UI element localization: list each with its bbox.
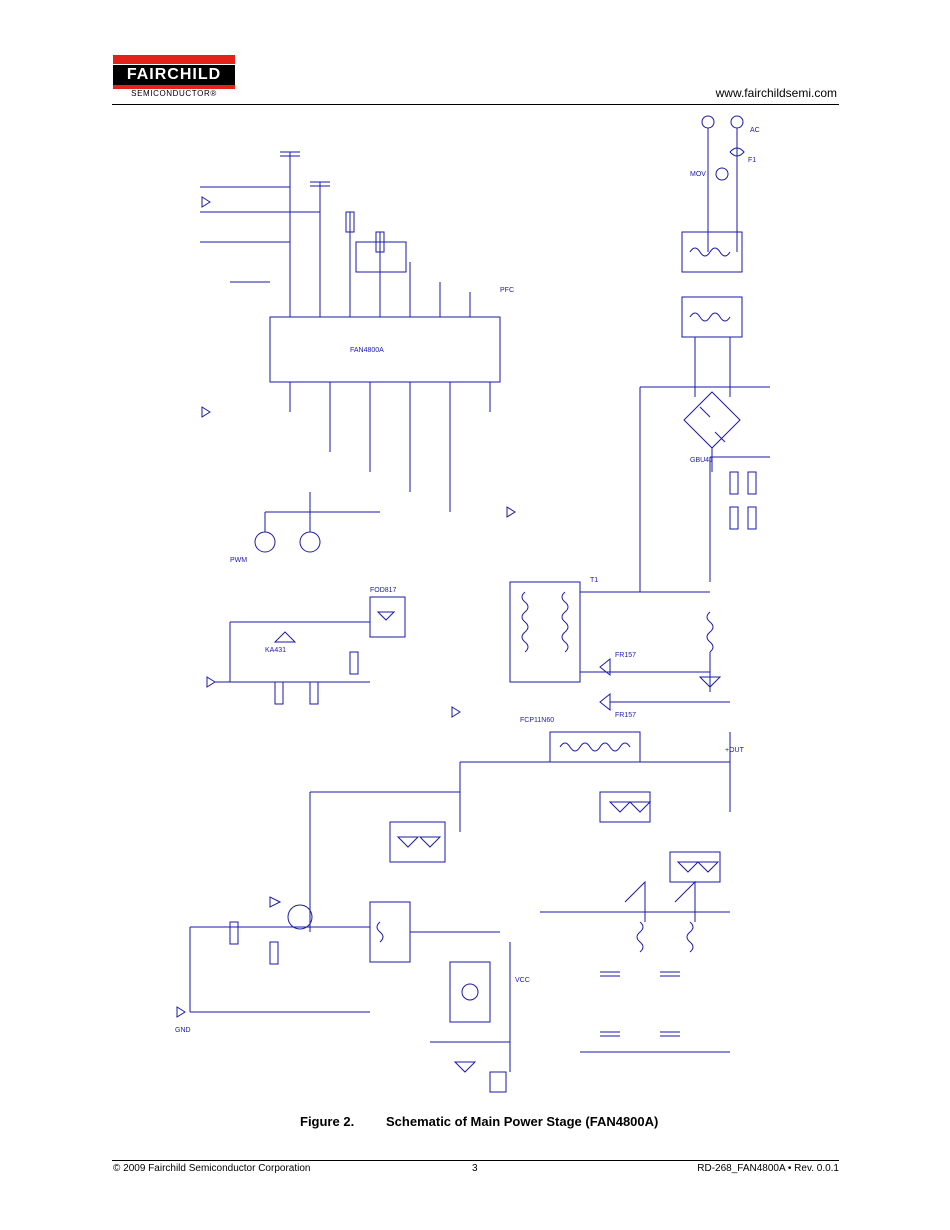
website-url[interactable]: www.fairchildsemi.com — [715, 86, 837, 100]
figure-title: Schematic of Main Power Stage (FAN4800A) — [386, 1114, 659, 1129]
logo-wordmark: FAIRCHILD — [113, 65, 235, 85]
schematic-diagram: FAN4800A FCP11N60 GBU4J F1 MOV T1 FR157 … — [175, 115, 770, 1093]
label-controller: FAN4800A — [350, 347, 384, 354]
figure-number: Figure 2. — [300, 1114, 355, 1129]
label-pfc: PFC — [500, 287, 514, 294]
label-ac: AC — [750, 127, 760, 134]
label-vcc: VCC — [515, 977, 530, 984]
label-mov: MOV — [690, 171, 706, 178]
fairchild-logo: FAIRCHILD SEMICONDUCTOR® — [113, 55, 235, 99]
label-shunt: KA431 — [265, 647, 286, 654]
logo-subtitle: SEMICONDUCTOR® — [131, 89, 217, 98]
label-pwm: PWM — [230, 557, 247, 564]
footer-page-number: 3 — [472, 1163, 478, 1174]
logo-red-bar-top — [113, 55, 235, 64]
logo-red-bar-bottom — [113, 85, 235, 89]
label-gnd: GND — [175, 1027, 191, 1034]
label-diode-a: FR157 — [615, 652, 636, 659]
label-opto: FOD817 — [370, 587, 397, 594]
label-diode-b: FR157 — [615, 712, 636, 719]
label-out: +OUT — [725, 747, 745, 754]
label-fuse: F1 — [748, 157, 756, 164]
footer-copyright: © 2009 Fairchild Semiconductor Corporati… — [113, 1163, 311, 1174]
label-bridge: GBU4J — [690, 457, 713, 464]
header-rule — [112, 104, 839, 105]
footer-rule — [112, 1160, 839, 1161]
label-mosfet: FCP11N60 — [520, 717, 554, 724]
label-transformer: T1 — [590, 577, 598, 584]
figure-caption: Figure 2. Schematic of Main Power Stage (… — [300, 1114, 658, 1129]
footer-doc-id: RD-268_FAN4800A • Rev. 0.0.1 — [697, 1163, 839, 1174]
